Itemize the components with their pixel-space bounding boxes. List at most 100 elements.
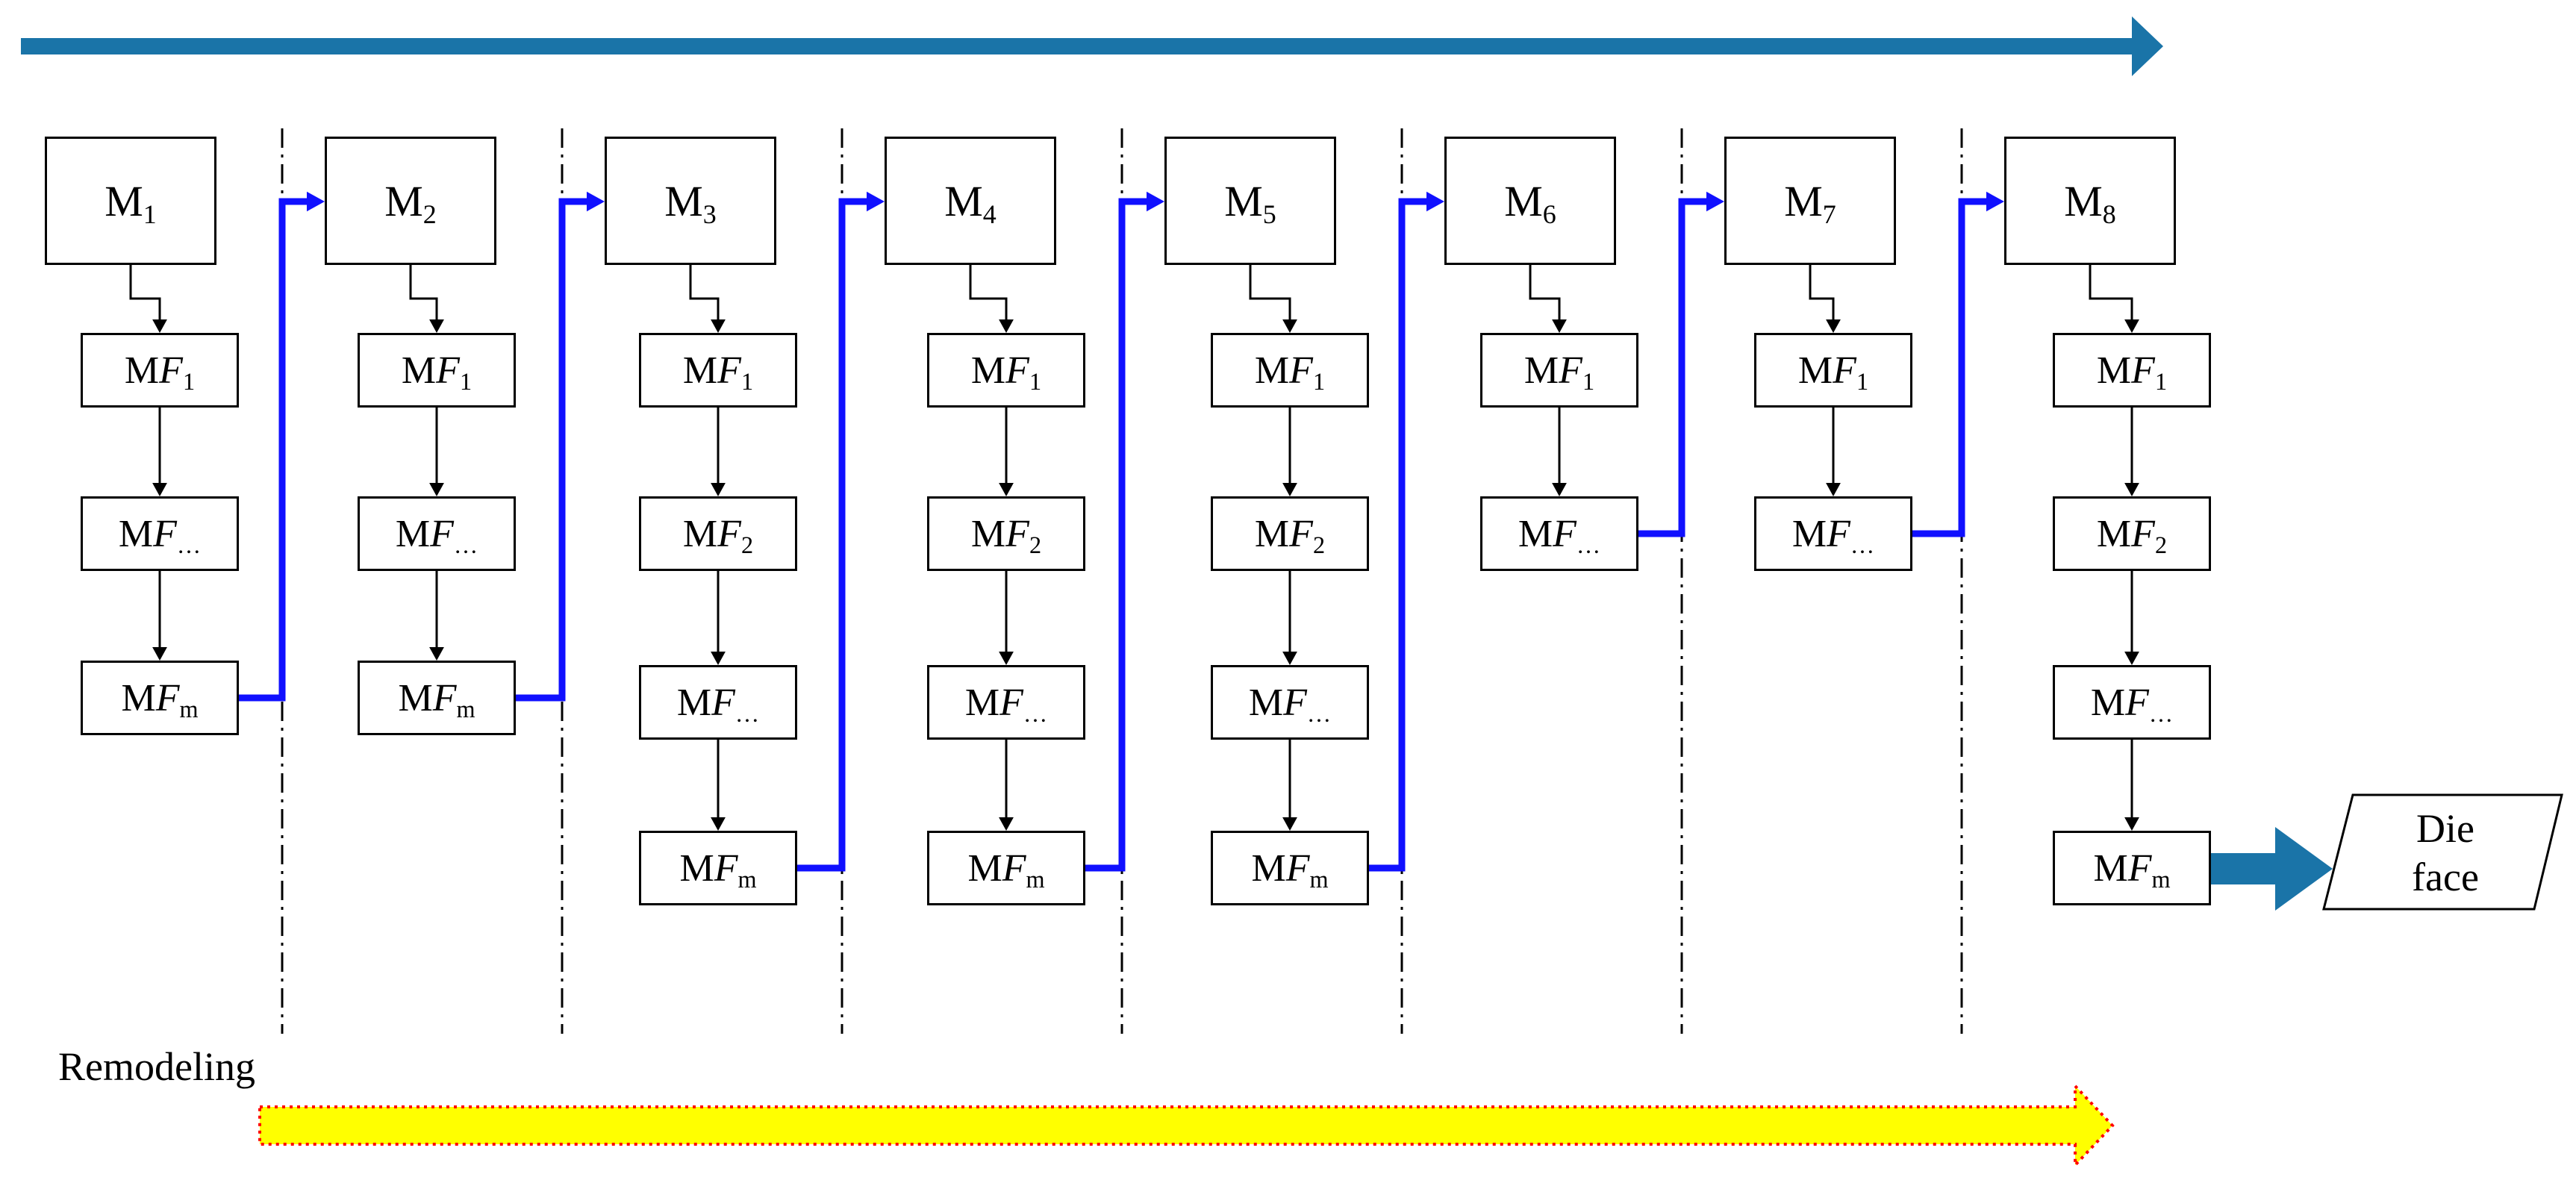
feature-prefix: M xyxy=(124,349,160,392)
feature-box-3-2: MF2 xyxy=(639,496,797,571)
feature-sub: m xyxy=(2151,865,2171,893)
feature-sub: 2 xyxy=(740,531,754,558)
flow-line-7 xyxy=(1912,198,1989,537)
feature-box-2-3: MFm xyxy=(358,661,516,735)
module-letter: M xyxy=(944,176,983,225)
feature-arrowhead-4-3 xyxy=(999,817,1014,831)
feature-letter: F xyxy=(1005,349,1029,392)
module-letter: M xyxy=(384,176,423,225)
feature-arrowhead-7-1 xyxy=(1826,483,1841,496)
output-arrow-head xyxy=(2275,827,2333,911)
feature-prefix: M xyxy=(2096,349,2132,392)
feature-box-7-2: MF… xyxy=(1754,496,1912,571)
feature-letter: F xyxy=(714,846,738,890)
feature-box-3-3: MF… xyxy=(639,665,797,740)
module-label: M6 xyxy=(1504,176,1556,229)
feature-label: MF1 xyxy=(971,349,1041,393)
feature-letter: F xyxy=(1002,846,1026,890)
feature-box-7-1: MF1 xyxy=(1754,333,1912,408)
module-to-feature-connector-7 xyxy=(1809,265,1835,321)
feature-arrowhead-8-1 xyxy=(2124,483,2139,496)
module-letter: M xyxy=(1784,176,1823,225)
module-letter: M xyxy=(1504,176,1543,225)
feature-prefix: M xyxy=(2090,681,2126,724)
feature-label: MF2 xyxy=(971,512,1041,557)
module-box-3: M3 xyxy=(605,137,776,265)
module-sub: 5 xyxy=(1262,199,1276,229)
feature-label: MF1 xyxy=(683,349,753,393)
module-sub: 2 xyxy=(422,199,437,229)
feature-label: MF… xyxy=(965,681,1047,725)
module-to-feature-arrowhead-3 xyxy=(711,319,726,333)
feature-label: MF… xyxy=(119,512,201,557)
feature-letter: F xyxy=(711,681,735,724)
feature-prefix: M xyxy=(682,512,718,555)
module-to-feature-connector-5 xyxy=(1249,265,1291,321)
feature-sub: 2 xyxy=(1312,531,1326,558)
feature-box-2-1: MF1 xyxy=(358,333,516,408)
flow-line-6 xyxy=(1638,198,1709,537)
module-to-feature-arrowhead-2 xyxy=(429,319,444,333)
feature-arrowhead-5-3 xyxy=(1282,817,1297,831)
feature-box-4-2: MF2 xyxy=(927,496,1085,571)
feature-label: MF… xyxy=(2091,681,2173,725)
feature-arrowhead-8-3 xyxy=(2124,817,2139,831)
module-sub: 7 xyxy=(1822,199,1836,229)
feature-arrowhead-8-2 xyxy=(2124,652,2139,665)
feature-letter: F xyxy=(1283,681,1307,724)
die-face-line-2: face xyxy=(2412,855,2479,899)
module-to-feature-arrowhead-7 xyxy=(1826,319,1841,333)
feature-arrowhead-4-2 xyxy=(999,652,1014,665)
feature-sub: 1 xyxy=(2154,367,2168,395)
module-box-1: M1 xyxy=(45,137,216,265)
module-to-feature-connector-1 xyxy=(129,265,161,321)
module-box-8: M8 xyxy=(2004,137,2176,265)
flow-line-2 xyxy=(516,198,590,702)
feature-sub: 1 xyxy=(182,367,196,395)
module-label: M1 xyxy=(105,176,157,228)
feature-sub: … xyxy=(1306,699,1332,727)
feature-label: MFm xyxy=(121,676,199,723)
feature-sub: 1 xyxy=(1029,367,1042,395)
flow-arrowhead-4 xyxy=(1147,191,1164,212)
feature-prefix: M xyxy=(1254,349,1290,392)
top-flow-arrow-head xyxy=(2132,16,2163,76)
module-to-feature-connector-3 xyxy=(689,265,720,321)
module-box-5: M5 xyxy=(1164,137,1336,265)
feature-letter: F xyxy=(2131,512,2155,555)
feature-prefix: M xyxy=(401,349,437,392)
feature-sub: … xyxy=(1023,699,1048,727)
feature-label: MFm xyxy=(679,846,756,891)
feature-letter: F xyxy=(155,676,180,720)
flow-arrowhead-6 xyxy=(1706,191,1724,212)
module-to-feature-connector-2 xyxy=(409,265,438,321)
feature-label: MFm xyxy=(1251,846,1328,891)
flow-arrowhead-7 xyxy=(1986,191,2004,212)
feature-box-6-2: MF… xyxy=(1480,496,1638,571)
module-to-feature-arrowhead-8 xyxy=(2124,319,2139,333)
module-sub: 3 xyxy=(702,199,717,229)
feature-label: MF1 xyxy=(125,349,195,393)
module-label: M7 xyxy=(1784,176,1836,229)
feature-letter: F xyxy=(159,349,183,392)
feature-letter: F xyxy=(2131,349,2155,392)
feature-sub: 1 xyxy=(740,367,754,395)
feature-box-1-1: MF1 xyxy=(81,333,239,408)
feature-label: MF… xyxy=(1792,512,1874,557)
feature-prefix: M xyxy=(2093,846,2128,890)
feature-label: MF1 xyxy=(1524,349,1594,393)
feature-label: MF1 xyxy=(1255,349,1325,393)
feature-sub: 1 xyxy=(459,367,473,395)
module-box-7: M7 xyxy=(1724,137,1896,265)
module-sub: 6 xyxy=(1542,199,1556,229)
feature-prefix: M xyxy=(970,349,1006,392)
feature-sub: m xyxy=(179,695,199,723)
module-sub: 4 xyxy=(982,199,997,229)
feature-label: MF1 xyxy=(2097,349,2167,393)
feature-letter: F xyxy=(1827,512,1850,555)
feature-arrowhead-1-2 xyxy=(152,647,167,661)
feature-prefix: M xyxy=(679,846,714,890)
module-label: M2 xyxy=(384,176,437,229)
flow-arrowhead-1 xyxy=(307,191,325,212)
